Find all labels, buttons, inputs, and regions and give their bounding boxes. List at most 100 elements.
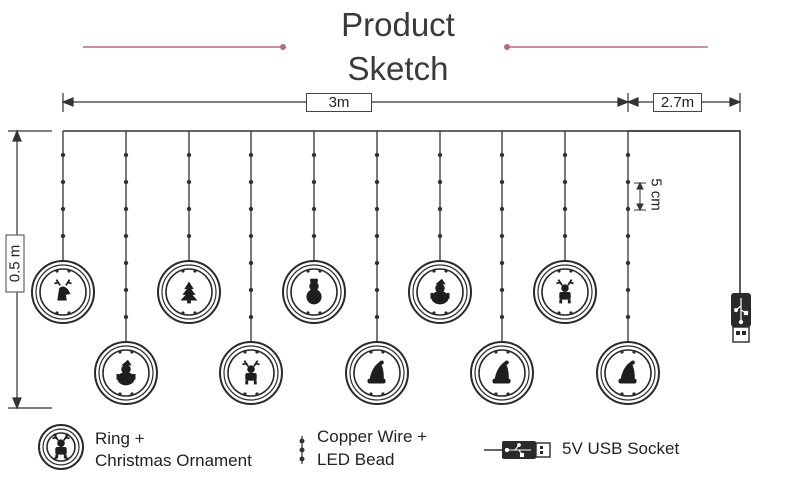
- led-bead: [562, 179, 568, 185]
- led-bead: [248, 287, 254, 293]
- title-dot-left: [280, 44, 286, 50]
- legend-wire-label-2: LED Bead: [317, 450, 395, 469]
- legend-usb-icon: [484, 441, 551, 459]
- led-bead: [562, 152, 568, 158]
- led-bead: [499, 260, 505, 266]
- ornament-ring: [282, 260, 346, 324]
- led-bead: [562, 206, 568, 212]
- strand: [157, 131, 221, 324]
- legend-wire-icon: [299, 436, 305, 464]
- led-bead: [499, 179, 505, 185]
- strand: [470, 131, 534, 405]
- led-bead: [311, 206, 317, 212]
- led-bead: [374, 179, 380, 185]
- led-bead: [60, 233, 66, 239]
- strand: [345, 131, 409, 405]
- light-strands: [31, 131, 660, 405]
- led-bead: [248, 260, 254, 266]
- strand: [31, 131, 95, 324]
- led-bead: [625, 152, 631, 158]
- reindeer-icon: [556, 279, 574, 304]
- led-bead: [625, 206, 631, 212]
- led-bead: [123, 206, 129, 212]
- christmas-tree-icon: [180, 281, 198, 304]
- legend-usb-label: 5V USB Socket: [562, 439, 680, 458]
- led-bead: [374, 314, 380, 320]
- ornament-ring: [470, 341, 534, 405]
- strand: [533, 131, 597, 324]
- legend-ring-label-1: Ring +: [95, 429, 145, 448]
- ornament-ring: [157, 260, 221, 324]
- width-cable-label: 2.7m: [653, 93, 702, 112]
- led-bead: [374, 206, 380, 212]
- led-bead: [248, 314, 254, 320]
- led-bead: [374, 233, 380, 239]
- usb-lead-wire: [628, 130, 741, 295]
- strand: [408, 131, 472, 324]
- santa-icon: [116, 359, 136, 386]
- led-bead: [311, 152, 317, 158]
- legend-ring-icon: [38, 424, 84, 470]
- ornament-ring: [408, 260, 472, 324]
- led-bead: [625, 287, 631, 293]
- led-bead: [499, 287, 505, 293]
- led-bead: [123, 179, 129, 185]
- led-bead: [186, 152, 192, 158]
- led-bead: [311, 179, 317, 185]
- led-bead: [437, 152, 443, 158]
- led-bead: [123, 314, 129, 320]
- led-bead: [437, 233, 443, 239]
- led-bead: [60, 179, 66, 185]
- led-bead: [311, 233, 317, 239]
- led-bead: [625, 314, 631, 320]
- reindeer-icon: [52, 434, 70, 459]
- led-bead: [123, 287, 129, 293]
- santa-icon: [430, 278, 450, 305]
- spacing-label: 5 cm: [647, 178, 665, 211]
- title-line-1: Product: [341, 6, 455, 43]
- title-dot-right: [504, 44, 510, 50]
- led-bead: [374, 260, 380, 266]
- led-bead: [186, 233, 192, 239]
- led-bead: [499, 233, 505, 239]
- led-bead: [60, 206, 66, 212]
- led-bead: [374, 287, 380, 293]
- led-bead: [248, 206, 254, 212]
- led-bead: [248, 152, 254, 158]
- led-bead: [374, 152, 380, 158]
- santa-hat-icon: [618, 360, 637, 384]
- led-bead: [437, 179, 443, 185]
- led-bead: [123, 233, 129, 239]
- led-bead: [499, 314, 505, 320]
- ornament-ring: [219, 341, 283, 405]
- usb-plug-icon: [731, 293, 751, 343]
- led-bead: [186, 179, 192, 185]
- santa-hat-icon: [492, 360, 511, 384]
- led-bead: [437, 206, 443, 212]
- strand: [596, 131, 660, 405]
- led-bead: [248, 179, 254, 185]
- legend-wire-label-1: Copper Wire +: [317, 427, 428, 446]
- led-bead: [625, 260, 631, 266]
- legend-ring-label-2: Christmas Ornament: [95, 451, 252, 470]
- led-bead: [499, 152, 505, 158]
- led-bead: [60, 152, 66, 158]
- width-dimension: [61, 93, 742, 112]
- ornament-ring: [94, 341, 158, 405]
- led-bead: [625, 179, 631, 185]
- ornament-ring: [596, 341, 660, 405]
- spacing-dimension: [634, 181, 646, 212]
- ornament-ring: [533, 260, 597, 324]
- led-bead: [248, 233, 254, 239]
- led-bead: [186, 206, 192, 212]
- height-label: 0.5 m: [5, 234, 25, 293]
- strand: [94, 131, 158, 405]
- ornament-ring: [345, 341, 409, 405]
- led-bead: [123, 152, 129, 158]
- led-bead: [123, 260, 129, 266]
- santa-hat-icon: [367, 360, 386, 384]
- reindeer-head-icon: [54, 279, 72, 301]
- snowman-icon: [306, 278, 322, 305]
